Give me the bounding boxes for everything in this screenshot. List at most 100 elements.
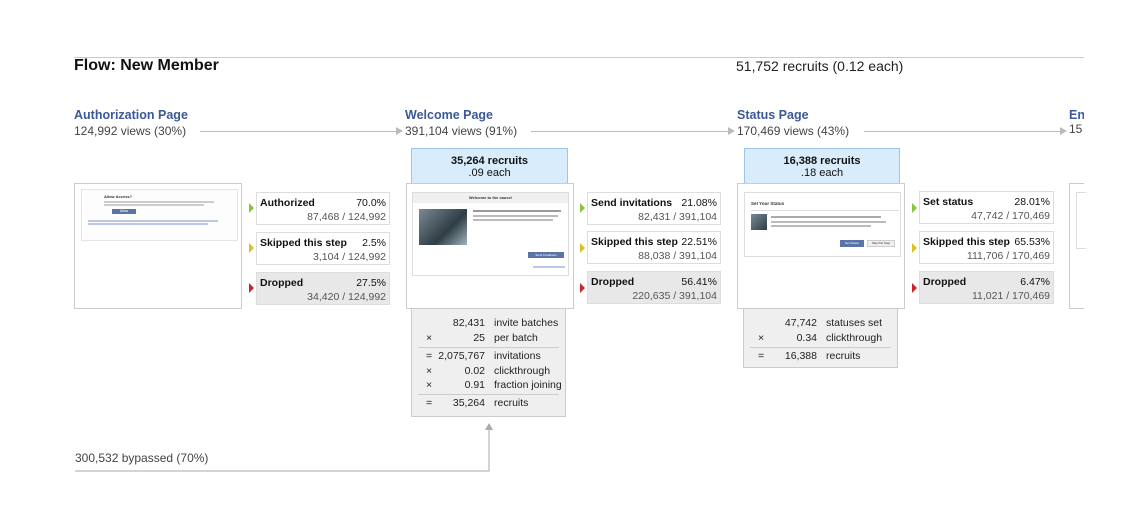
outcome-count: 47,742 / 170,469 — [971, 210, 1050, 222]
outcome-label: Skipped this step — [923, 236, 1010, 248]
calc-label: invitations — [494, 350, 541, 362]
outcome-yellow-marker-icon — [249, 243, 254, 253]
thumbnail-welcome-card: Welcome to the cause! Send Invitations — [412, 192, 569, 276]
outcome-set-status[interactable]: Set status 28.01% 47,742 / 170,469 — [919, 191, 1054, 224]
recruits-count: 35,264 recruits — [450, 155, 529, 167]
calc-value: 0.91 — [464, 379, 485, 391]
calc-op: = — [426, 350, 433, 362]
calc-op: = — [758, 350, 765, 362]
thumbnail-welcome-title: Welcome to the cause! — [413, 193, 568, 203]
outcome-dropped[interactable]: Dropped 6.47% 11,021 / 170,469 — [919, 271, 1054, 304]
thumbnail-dialog-title: Allow Access? — [104, 194, 133, 199]
step-status-name[interactable]: Status Page — [737, 108, 809, 122]
thumbnail-authorization-page[interactable]: Allow Access? Allow — [74, 183, 242, 309]
calc-value: 47,742 — [784, 317, 817, 329]
recruits-each: .18 each — [800, 167, 844, 179]
title-rule — [74, 57, 1084, 58]
calc-label: clickthrough — [826, 332, 883, 344]
calc-value: 16,388 — [784, 350, 817, 362]
step-authorization-name[interactable]: Authorization Page — [74, 108, 188, 122]
flow-arrow — [864, 131, 1060, 132]
outcome-label: Send invitations — [591, 197, 673, 209]
outcome-label: Dropped — [260, 277, 304, 289]
outcome-percent: 28.01% — [1014, 196, 1050, 208]
calc-value: 0.02 — [464, 365, 485, 377]
outcome-percent: 27.5% — [356, 277, 386, 289]
outcome-percent: 2.5% — [362, 237, 386, 249]
thumbnail-welcome-page[interactable]: Welcome to the cause! Send Invitations — [406, 183, 574, 309]
arrow-head-icon — [1060, 127, 1067, 135]
outcome-dropped[interactable]: Dropped 27.5% 34,420 / 124,992 — [256, 272, 390, 305]
outcome-count: 3,104 / 124,992 — [313, 251, 386, 263]
recruits-summary-welcome: 35,264 recruits .09 each — [411, 148, 568, 184]
outcome-red-marker-icon — [580, 283, 585, 293]
bypass-label: 300,532 bypassed (70%) — [75, 451, 209, 465]
calc-op: × — [426, 332, 433, 344]
outcome-label: Skipped this step — [260, 237, 347, 249]
outcome-label: Dropped — [923, 276, 967, 288]
step-welcome-views: 391,104 views (91%) — [405, 124, 518, 138]
thumbnail-dialog: Allow Access? Allow — [81, 189, 238, 241]
outcome-label: Dropped — [591, 276, 635, 288]
outcome-count: 220,635 / 391,104 — [632, 290, 717, 302]
outcome-label: Authorized — [260, 197, 315, 209]
recruits-count: 16,388 recruits — [783, 155, 861, 167]
bypass-arrow-head-icon — [485, 423, 493, 430]
step-authorization-views: 124,992 views (30%) — [74, 124, 187, 138]
outcome-count: 88,038 / 391,104 — [638, 250, 717, 262]
calc-label: statuses set — [826, 317, 883, 329]
thumbnail-skip-button: Skip this Step — [867, 240, 895, 247]
calc-op: = — [426, 397, 433, 409]
recruits-each: .09 each — [468, 167, 511, 179]
calc-label: per batch — [494, 332, 538, 344]
outcome-count: 34,420 / 124,992 — [307, 291, 386, 303]
bypass-arrow — [75, 423, 493, 472]
flow-arrow — [531, 131, 728, 132]
outcome-count: 82,431 / 391,104 — [638, 211, 717, 223]
outcome-percent: 65.53% — [1014, 236, 1050, 248]
calc-value: 2,075,767 — [438, 350, 485, 362]
outcome-skipped[interactable]: Skipped this step 2.5% 3,104 / 124,992 — [256, 232, 390, 265]
thumbnail-set-status-button: Set Status — [840, 240, 864, 247]
calc-op: × — [758, 332, 765, 344]
outcome-count: 111,706 / 170,469 — [966, 250, 1050, 262]
thumbnail-send-button: Send Invitations — [528, 252, 564, 258]
outcome-label: Skipped this step — [591, 236, 678, 248]
calc-label: fraction joining — [494, 379, 562, 391]
outcome-dropped[interactable]: Dropped 56.41% 220,635 / 391,104 — [587, 271, 721, 304]
thumbnail-next-page[interactable] — [1069, 183, 1086, 309]
thumbnail-allow-button: Allow — [112, 209, 136, 214]
outcome-percent: 56.41% — [681, 276, 717, 288]
calc-panel-status: 47,742 statuses set × 0.34 clickthrough = 16… — [743, 308, 898, 368]
outcome-send-invitations[interactable]: Send invitations 21.08% 82,431 / 391,104 — [587, 192, 721, 225]
recruits-summary-status: 16,388 recruits .18 each — [744, 148, 900, 184]
calc-value: 35,264 — [452, 397, 485, 409]
bypass-line — [75, 428, 490, 472]
flow-arrow — [200, 131, 396, 132]
outcome-skipped[interactable]: Skipped this step 65.53% 111,706 / 170,4… — [919, 231, 1054, 264]
outcome-percent: 6.47% — [1020, 276, 1050, 288]
step-status-views: 170,469 views (43%) — [737, 124, 850, 138]
thumbnail-status-card: Set Your Status Set Status Skip this Ste… — [744, 192, 901, 257]
calc-label: clickthrough — [494, 365, 551, 377]
calc-op: × — [426, 379, 433, 391]
calc-value: 82,431 — [452, 317, 485, 329]
outcome-percent: 70.0% — [356, 197, 386, 209]
calc-label: recruits — [826, 350, 861, 362]
outcome-yellow-marker-icon — [912, 243, 917, 253]
step-next-name[interactable]: En — [1069, 108, 1084, 122]
outcome-red-marker-icon — [912, 283, 917, 293]
outcome-green-marker-icon — [580, 203, 585, 213]
calc-label: invite batches — [494, 317, 559, 329]
outcome-label: Set status — [923, 196, 974, 208]
calc-value: 0.34 — [796, 332, 817, 344]
outcome-skipped[interactable]: Skipped this step 22.51% 88,038 / 391,10… — [587, 231, 721, 264]
outcome-yellow-marker-icon — [580, 243, 585, 253]
step-welcome-name[interactable]: Welcome Page — [405, 108, 494, 122]
arrow-head-icon — [396, 127, 403, 135]
thumbnail-status-page[interactable]: Set Your Status Set Status Skip this Ste… — [737, 183, 905, 309]
outcome-authorized[interactable]: Authorized 70.0% 87,468 / 124,992 — [256, 192, 390, 225]
thumbnail-avatar-icon — [751, 214, 767, 230]
thumbnail-photo-icon — [419, 209, 467, 245]
